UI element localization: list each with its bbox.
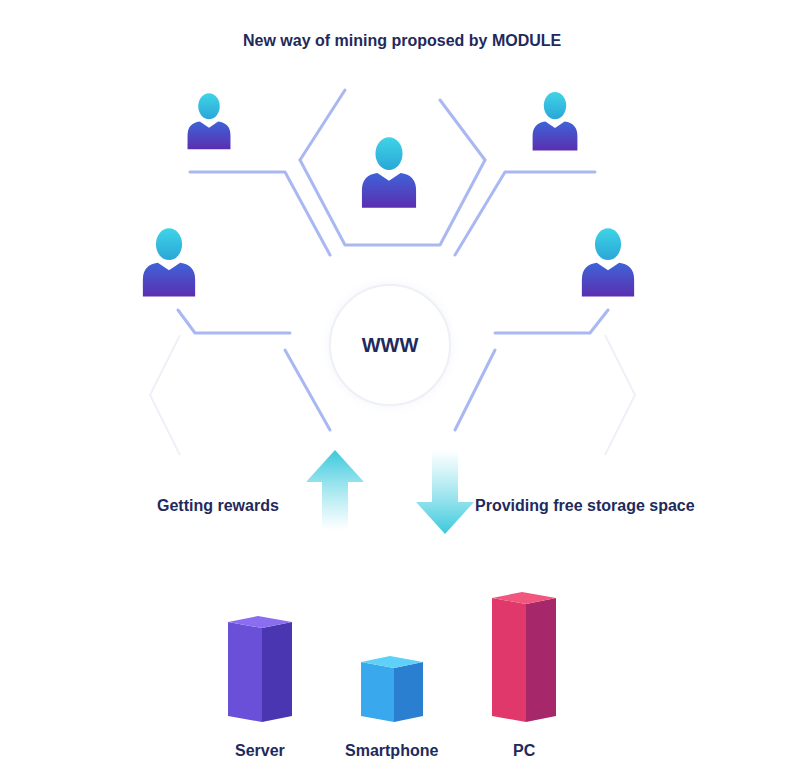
device-label: Smartphone xyxy=(345,742,438,760)
hub-label: WWW xyxy=(362,334,419,357)
diagram-title: New way of mining proposed by MODULE xyxy=(243,32,561,50)
device-bar: PC xyxy=(464,584,584,766)
device-label: PC xyxy=(513,742,535,760)
arrow-label: Getting rewards xyxy=(157,497,279,515)
bar-shape xyxy=(464,584,584,766)
device-bar: Server xyxy=(200,608,320,766)
arrow-label: Providing free storage space xyxy=(475,497,695,515)
device-label: Server xyxy=(235,742,285,760)
device-bar: Smartphone xyxy=(332,648,452,766)
hub-circle: WWW xyxy=(330,285,450,405)
